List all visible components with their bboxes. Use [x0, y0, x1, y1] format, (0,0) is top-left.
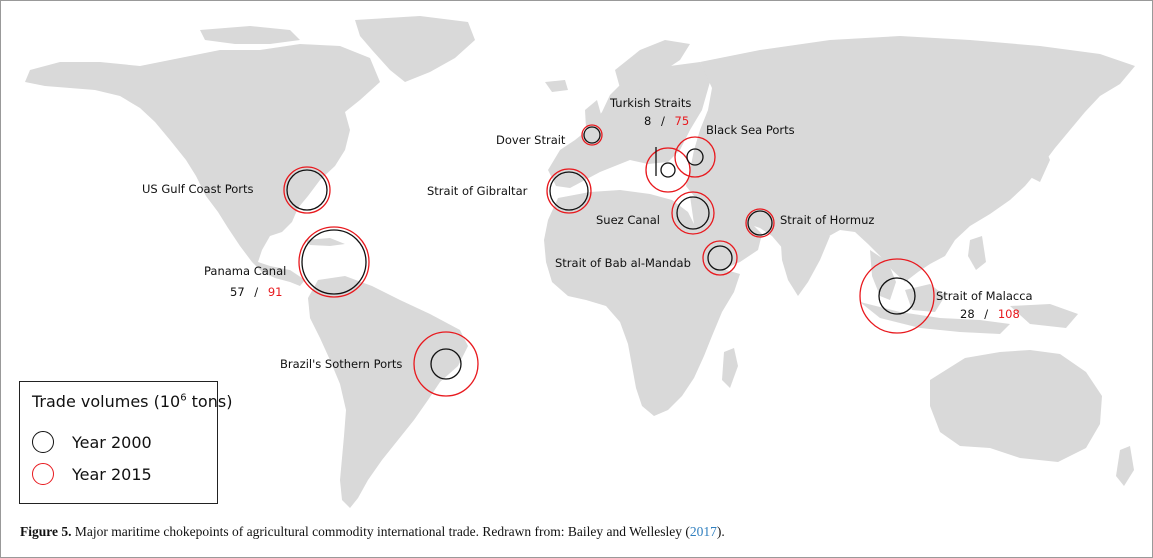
borneo	[905, 284, 945, 312]
southeast-asia	[870, 250, 896, 300]
south-america	[308, 276, 468, 508]
chokepoint-turkish	[645, 147, 691, 193]
label-panama-values: 57 / 91	[230, 285, 282, 299]
indonesia	[860, 302, 1010, 334]
madagascar	[722, 348, 738, 388]
caption-end: ).	[716, 524, 725, 539]
new-guinea	[1010, 304, 1078, 328]
new-zealand	[1116, 446, 1134, 486]
africa	[544, 190, 740, 416]
black-circle-icon	[32, 431, 54, 453]
legend: Trade volumes (106 tons) Year 2000 Year …	[19, 381, 232, 504]
label-malacca: Strait of Malacca	[936, 289, 1033, 303]
label-gibraltar: Strait of Gibraltar	[427, 184, 528, 198]
india	[780, 228, 830, 296]
label-us-gulf: US Gulf Coast Ports	[142, 182, 254, 196]
legend-title: Trade volumes (106 tons)	[32, 392, 233, 411]
label-hormuz: Strait of Hormuz	[780, 213, 874, 227]
red-circle-icon	[32, 463, 54, 485]
chokepoint-gibraltar	[546, 168, 592, 214]
legend-label-2015: Year 2015	[72, 464, 152, 484]
caption-text: Major maritime chokepoints of agricultur…	[71, 524, 690, 539]
chokepoint-malacca	[859, 258, 935, 334]
world-map: US Gulf Coast Ports Panama Canal 57 / 91…	[25, 16, 1135, 508]
figure-label: Figure 5.	[20, 524, 72, 539]
figure-caption: Figure 5. Major maritime chokepoints of …	[20, 524, 725, 540]
japan	[1028, 140, 1050, 182]
label-bab: Strait of Bab al-Mandab	[555, 256, 691, 270]
chokepoint-suez	[671, 191, 715, 235]
philippines	[968, 236, 986, 270]
legend-item-2015: Year 2015	[32, 460, 152, 488]
scandinavia	[615, 40, 690, 96]
chokepoint-black-sea	[674, 136, 716, 178]
chokepoint-panama	[298, 226, 370, 298]
label-panama: Panama Canal	[204, 264, 286, 278]
north-america	[25, 44, 380, 286]
label-turkish-values: 8 / 75	[644, 114, 689, 128]
chokepoint-brazil	[413, 331, 479, 397]
australia	[930, 350, 1102, 462]
chokepoint-hormuz	[745, 208, 775, 238]
greenland	[355, 16, 475, 82]
iceland	[545, 80, 568, 92]
chokepoint-us-gulf	[283, 166, 331, 214]
asia	[686, 36, 1135, 282]
label-brazil: Brazil's Sothern Ports	[280, 357, 402, 371]
legend-label-2000: Year 2000	[72, 432, 152, 452]
british-isles	[585, 100, 602, 132]
label-turkish: Turkish Straits	[609, 96, 691, 110]
legend-item-2000: Year 2000	[32, 428, 152, 456]
cuba	[305, 238, 345, 246]
chokepoint-dover	[581, 124, 603, 146]
label-black-sea: Black Sea Ports	[706, 123, 795, 137]
europe	[548, 62, 710, 188]
citation-link[interactable]: 2017	[689, 524, 717, 539]
arctic-islands	[200, 26, 300, 44]
label-dover: Dover Strait	[496, 133, 566, 147]
chokepoint-bab	[702, 240, 738, 276]
label-malacca-values: 28 / 108	[960, 307, 1020, 321]
label-suez: Suez Canal	[596, 213, 660, 227]
